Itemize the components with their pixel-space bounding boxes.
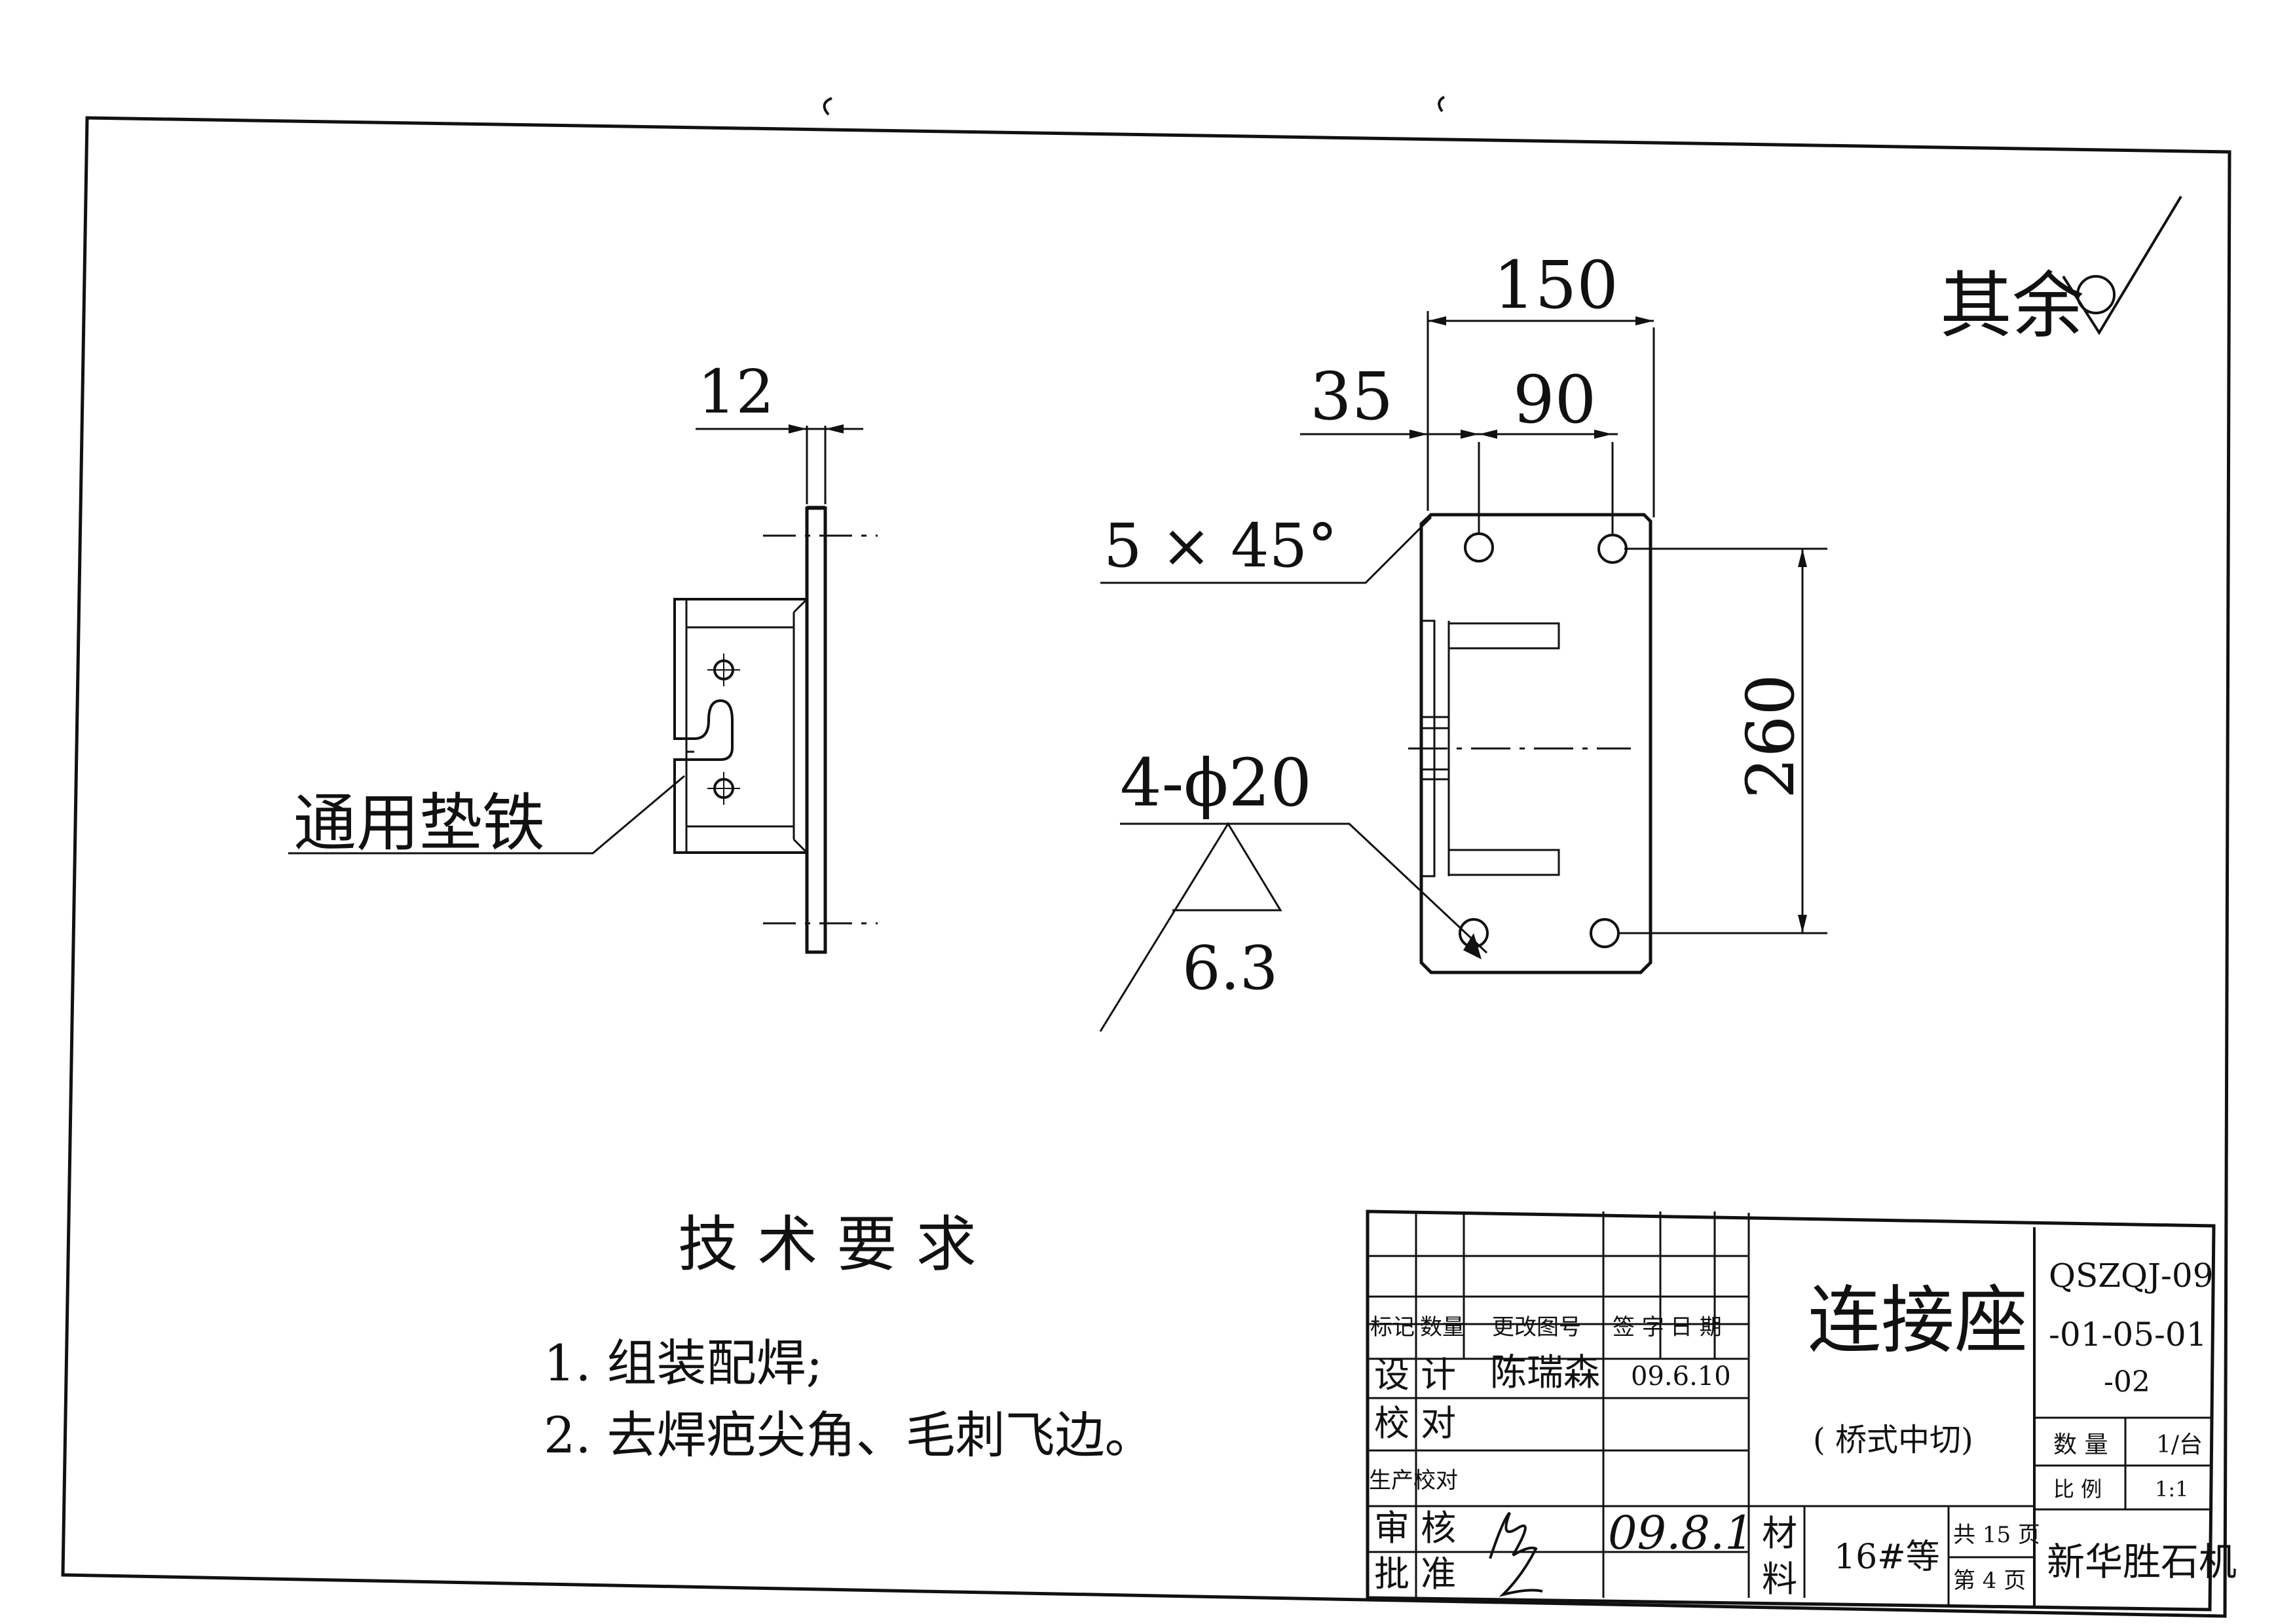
part-name: 连接座 <box>1808 1278 2028 1363</box>
sheets-total: 共 15 页 <box>1953 1522 2040 1548</box>
quantity-label: 数 量 <box>2053 1431 2108 1458</box>
header-change-no: 更改图号 <box>1492 1314 1581 1340</box>
drawing-number-line: -01-05-01 <box>2049 1316 2207 1354</box>
dim-12-label: 12 <box>698 357 774 427</box>
dimension-260: 260 <box>1618 547 1827 934</box>
header-qty: 数量 <box>1420 1314 1465 1340</box>
material-label: 材 <box>1762 1513 1797 1554</box>
dim-35-label: 35 <box>1310 358 1393 435</box>
tech-req-item: 2. 去焊疤尖角、毛刺飞边。 <box>544 1406 1155 1464</box>
company-name: 新华胜石机 <box>2047 1540 2237 1584</box>
front-view <box>1408 513 1652 974</box>
mounting-holes <box>1459 532 1628 948</box>
side-label: 通用垫铁 <box>293 786 545 860</box>
dimension-12: 12 <box>696 357 863 434</box>
row-design: 设 计 <box>1374 1354 1456 1395</box>
drawing-number-line: -02 <box>2104 1365 2150 1399</box>
scan-mark <box>823 96 1446 116</box>
row-check: 校 对 <box>1374 1403 1456 1444</box>
surface-finish-label: 其余 <box>1940 264 2084 348</box>
designer-name: 陈瑞森 <box>1490 1352 1600 1394</box>
row-approve: 批 准 <box>1374 1553 1456 1595</box>
roughness-symbol: 6.3 <box>1099 822 1282 1032</box>
drawing-number-line: QSZQJ-09 <box>2049 1257 2214 1295</box>
side-label-callout: 通用垫铁 <box>288 775 685 860</box>
review-date: 09.8.1 <box>1608 1506 1754 1560</box>
material-value: 16#等 <box>1834 1538 1940 1577</box>
dimension-150: 150 <box>1427 247 1655 517</box>
header-date: 日 期 <box>1670 1314 1722 1340</box>
technical-requirements: 技 术 要 求 1. 组装配焊; 2. 去焊疤尖角、毛刺飞边。 <box>544 1209 1155 1464</box>
drawing-border <box>61 116 2231 1618</box>
dim-150-label: 150 <box>1493 247 1618 323</box>
dim-260-label: 260 <box>1732 674 1809 799</box>
row-review: 审 核 <box>1374 1507 1456 1549</box>
design-date: 09.6.10 <box>1631 1361 1731 1392</box>
material-label: 料 <box>1762 1559 1797 1600</box>
scale-value: 1:1 <box>2155 1477 2189 1502</box>
hole-callout: 4-ϕ20 <box>1120 745 1488 959</box>
sheet-number: 第 4 页 <box>1953 1568 2026 1594</box>
chamfer-callout: 5 × 45° <box>1100 511 1432 584</box>
tech-req-title: 技 术 要 求 <box>678 1209 977 1280</box>
dimension-35-90: 35 90 <box>1300 358 1618 534</box>
holes-label: 4-ϕ20 <box>1120 745 1312 821</box>
quantity-value: 1/台 <box>2156 1431 2203 1458</box>
tech-req-item: 1. 组装配焊; <box>544 1334 823 1392</box>
roughness-label: 6.3 <box>1182 933 1278 1003</box>
scale-label: 比 例 <box>2053 1477 2102 1502</box>
row-prod-check: 生产校对 <box>1369 1467 1458 1494</box>
surface-finish-symbol: 其余 <box>1940 195 2182 348</box>
title-block: 标记 数量 更改图号 签 字 日 期 设 计 陈瑞森 09.6.10 校 对 生… <box>1366 1209 2237 1612</box>
dim-90-label: 90 <box>1513 361 1596 438</box>
side-view <box>673 426 878 954</box>
part-subtitle: ( 桥式中切) <box>1813 1422 1973 1458</box>
header-sign: 签 字 <box>1613 1314 1664 1340</box>
header-mark: 标记 <box>1370 1314 1415 1340</box>
chamfer-label: 5 × 45° <box>1104 511 1337 581</box>
reviewer-signature <box>1489 1511 1543 1597</box>
